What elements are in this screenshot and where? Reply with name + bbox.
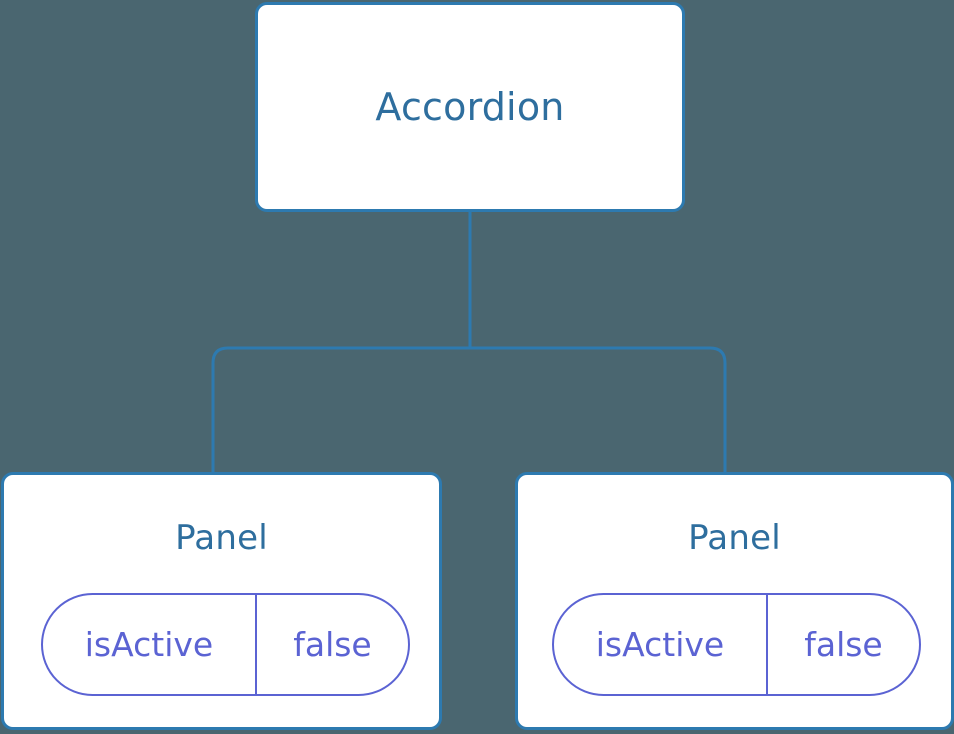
connector-to-panel-left: [211, 346, 470, 474]
prop-value: false: [293, 625, 372, 664]
node-panel-left-label: Panel: [175, 518, 268, 558]
node-panel-right-label: Panel: [688, 518, 781, 558]
prop-pill-isactive-left[interactable]: isActive false: [41, 593, 410, 696]
node-accordion-label: Accordion: [375, 85, 565, 129]
prop-key: isActive: [43, 595, 257, 694]
node-panel-left[interactable]: Panel isActive false: [1, 472, 442, 730]
connector-to-panel-right: [470, 346, 727, 474]
node-panel-right[interactable]: Panel isActive false: [515, 472, 954, 730]
prop-pill-isactive-right[interactable]: isActive false: [552, 593, 921, 696]
node-accordion[interactable]: Accordion: [255, 2, 685, 212]
prop-key: isActive: [554, 595, 768, 694]
prop-value: false: [804, 625, 883, 664]
